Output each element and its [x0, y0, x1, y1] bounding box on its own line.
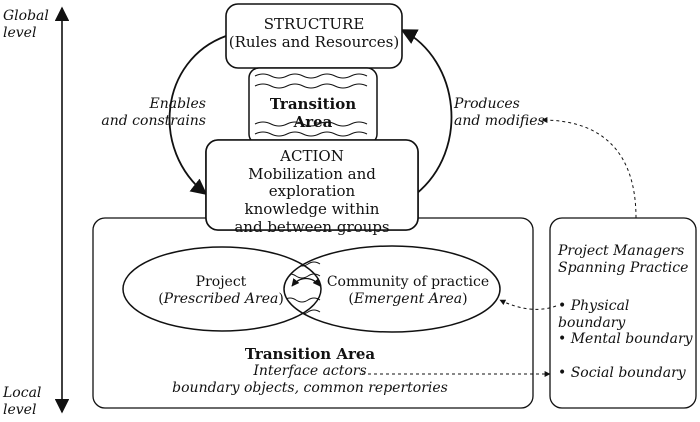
project-title: Project — [195, 274, 247, 290]
community-text: Community of practice (Emergent Area) — [318, 274, 498, 308]
pm-item-social: • Social boundary — [558, 365, 686, 381]
structure-text: STRUCTURE (Rules and Resources) — [226, 15, 402, 52]
enables-arrow — [168, 35, 227, 196]
pm-to-produces-dashed — [541, 117, 637, 219]
pm-box — [549, 217, 697, 409]
pm-item-mental: • Mental boundary — [558, 331, 693, 347]
transition-bottom-text: Transition Area Interface actors boundar… — [150, 345, 470, 397]
community-sub: (Emergent Area) — [348, 291, 468, 308]
produces-arrow — [400, 29, 453, 195]
action-title: ACTION — [280, 147, 344, 165]
project-ellipse — [122, 246, 322, 332]
structure-title: STRUCTURE — [263, 15, 365, 33]
transition-bottom-title: Transition Area — [244, 345, 376, 363]
wave-pattern — [254, 73, 368, 137]
bullet-icon: • — [558, 298, 567, 314]
community-ellipse — [283, 245, 501, 333]
transition-top-label: Transition Area — [269, 95, 357, 132]
structure-subtitle: (Rules and Resources) — [228, 33, 400, 52]
project-sub: (Prescribed Area) — [158, 291, 284, 308]
overlap-arrow — [291, 277, 321, 287]
pm-to-community-dashed — [499, 299, 557, 310]
action-text: ACTION Mobilization and exploration know… — [206, 147, 418, 236]
bullet-icon: • — [558, 331, 567, 347]
pm-item-physical: • Physical boundary — [558, 298, 630, 332]
project-text: Project (Prescribed Area) — [146, 274, 296, 308]
community-title: Community of practice — [326, 274, 490, 290]
bullet-icon: • — [558, 365, 567, 381]
